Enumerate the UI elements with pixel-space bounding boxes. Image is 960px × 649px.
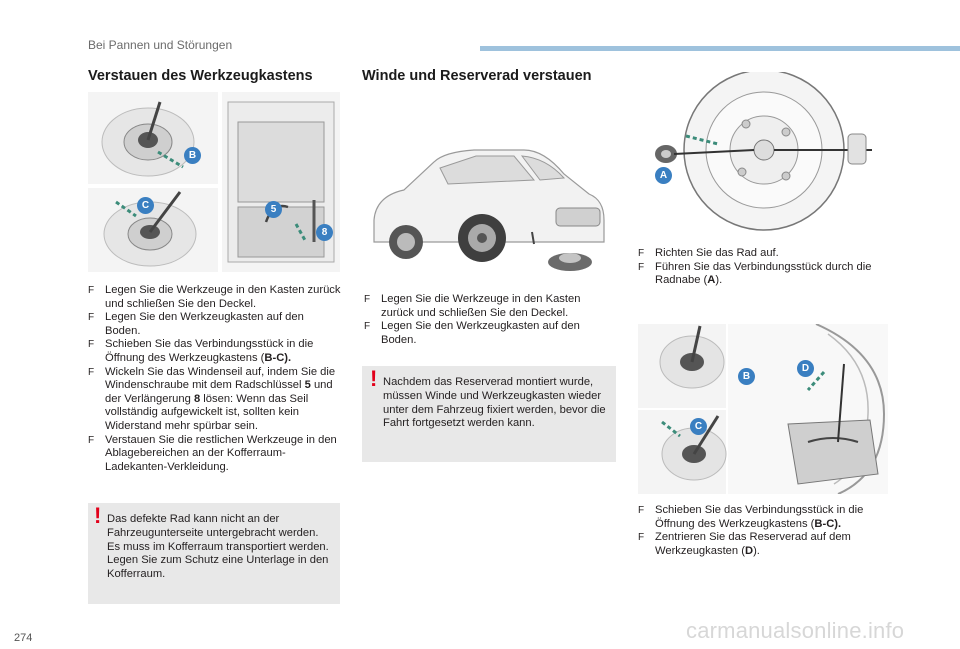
bullet-marker: F — [638, 261, 645, 273]
callout-b-top: B — [184, 147, 201, 164]
bullet-marker: F — [638, 505, 645, 516]
bullet-marker: F — [88, 312, 95, 324]
warning-icon: ! — [94, 503, 102, 528]
callout-c-right: C — [690, 418, 707, 435]
bullet-marker: F — [88, 434, 95, 446]
warning-icon: ! — [370, 366, 378, 391]
wheel-hub-illustration — [655, 72, 872, 231]
callout-a: A — [655, 167, 672, 184]
bullet-marker: F — [88, 339, 95, 351]
callout-c-left: C — [137, 197, 154, 214]
toolbox-stowing-illustration — [88, 92, 340, 272]
page-number: 274 — [14, 632, 33, 644]
callout-8: 8 — [316, 224, 333, 241]
callout-5: 5 — [265, 201, 282, 218]
section-header: Bei Pannen und Störungen — [88, 38, 233, 52]
middle-section-title: Winde und Reserverad verstauen — [362, 68, 592, 84]
bullet-marker: F — [638, 532, 645, 544]
middle-warning-box: ! Nachdem das Reserverad montiert wurde,… — [362, 366, 616, 462]
bullet-marker: F — [88, 285, 95, 296]
left-section-title: Verstauen des Werkzeugkastens — [88, 68, 313, 84]
callout-b-right: B — [738, 368, 755, 385]
callout-d: D — [797, 360, 814, 377]
header-accent-bar — [480, 46, 960, 51]
watermark: carmanualsonline.info — [686, 618, 905, 643]
left-warning-box: ! Das defekte Rad kann nicht an der Fahr… — [88, 503, 340, 604]
bullet-marker: F — [364, 321, 371, 333]
toolbox-wheel-centering-illustration — [638, 324, 888, 494]
bullet-marker: F — [88, 366, 95, 378]
bullet-marker: F — [364, 294, 371, 305]
suv-with-spare-wheel-illustration — [373, 149, 605, 271]
bullet-marker: F — [638, 248, 645, 259]
